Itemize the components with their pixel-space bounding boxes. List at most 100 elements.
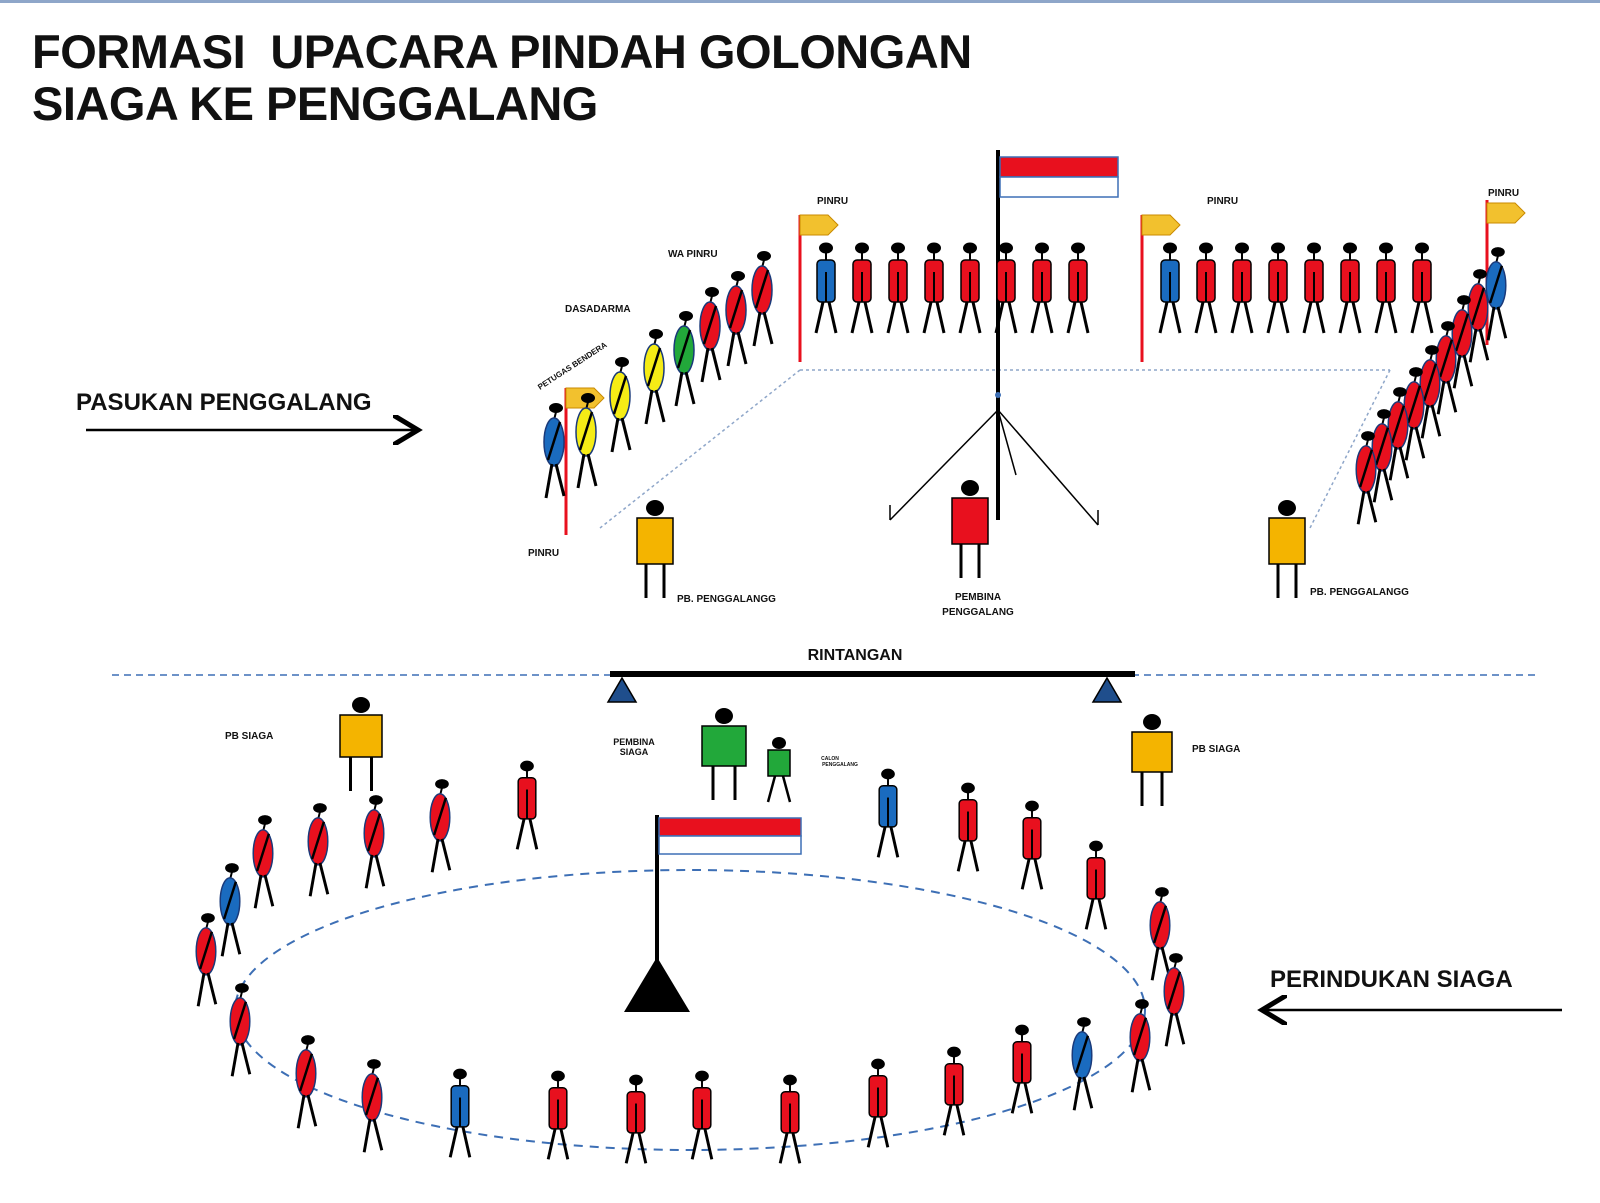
scout-figure-icon [1374,242,1398,334]
pennant-flag-icon [798,214,839,362]
scout-figure-icon [725,271,748,367]
scout-figure-icon [1410,242,1434,334]
flag-merah-putih-icon [889,150,1119,526]
label-pembina-siaga-2: SIAGA [620,747,649,757]
triangle-support-icon [1091,676,1123,703]
scout-figure-icon [1435,321,1458,415]
label-pembina-siaga-1: PEMBINA [613,737,655,747]
scout-figure-icon [956,782,980,872]
scout-figure-icon [994,242,1018,334]
scout-figure-icon [609,357,632,453]
scout-figure-icon [448,1068,472,1158]
scout-figure-icon [1158,242,1182,334]
scout-figure-icon [1020,800,1044,890]
title-line-1: FORMASI UPACARA PINDAH GOLONGAN [32,25,972,78]
triangle-support-icon [606,676,638,703]
scout-figure-icon [673,311,696,407]
label-pembina-penggalang-2: PENGGALANG [942,607,1014,618]
label-pasukan-penggalang: PASUKAN PENGGALANG [76,389,372,416]
scout-figure-icon [1355,431,1378,525]
scout-figure-icon [361,1059,384,1153]
scout-figure-icon [643,329,666,425]
scout-figure-icon [1071,1017,1094,1111]
scout-figure-icon [295,1035,318,1129]
scout-figure-icon [1131,714,1173,806]
top-border [0,0,1600,3]
scout-figure-icon [543,403,566,499]
scout-figure-icon [814,242,838,334]
scout-figure-icon [1129,999,1152,1093]
scout-figure-icon [575,393,598,489]
scout-figure-icon [1387,387,1410,481]
label-pinru-2: PINRU [1207,196,1238,207]
scout-figure-icon [866,1058,890,1148]
scout-figure-icon [942,1046,966,1136]
perindukan-circle [234,869,1146,1151]
scout-figure-icon [1194,242,1218,334]
scout-figure-icon [636,500,674,598]
label-pinru-4: PINRU [528,548,559,559]
scout-figure-icon [1163,953,1186,1047]
scout-figure-icon [951,480,989,578]
label-pb-siaga-left: PB SIAGA [225,731,273,742]
label-calon-penggalang-1: CALON [821,756,839,762]
label-pembina-penggalang-1: PEMBINA [955,592,1001,603]
scout-figure-icon [1266,242,1290,334]
title-line-2: SIAGA KE PENGGALANG [32,77,598,130]
scout-figure-icon [307,803,330,897]
label-pinru-3: PINRU [1488,188,1519,199]
scout-figure-icon [766,737,792,803]
scout-figure-icon [195,913,218,1007]
pennant-flag-icon [1140,214,1181,362]
scout-figure-icon [699,287,722,383]
scout-figure-icon [1485,247,1508,341]
scout-figure-icon [701,708,747,800]
scout-figure-icon [624,1074,648,1164]
label-pb-penggalang-right: PB. PENGGALANGG [1310,587,1409,598]
scout-figure-icon [876,768,900,858]
scout-figure-icon [958,242,982,334]
scout-figure-icon [1403,367,1426,461]
label-pinru-1: PINRU [817,196,848,207]
label-pb-siaga-right: PB SIAGA [1192,744,1240,755]
scout-figure-icon [886,242,910,334]
scout-figure-icon [339,697,383,791]
label-dasadarma: DASADARMA [565,304,631,315]
flag-merah-putih-icon [624,815,802,1012]
scout-figure-icon [1010,1024,1034,1114]
scout-figure-icon [229,983,252,1077]
scout-figure-icon [429,779,452,873]
scout-figure-icon [1419,345,1442,439]
label-wa-pinru: WA PINRU [668,249,718,260]
label-petugas-bendera: PETUGAS BENDERA [536,340,609,391]
scout-figure-icon [515,760,539,850]
scout-figure-icon [1302,242,1326,334]
scout-figure-icon [1338,242,1362,334]
rintangan-bar [606,671,1135,703]
scout-figure-icon [1268,500,1306,598]
scout-figure-icon [1467,269,1490,363]
scout-figure-icon [751,251,774,347]
scout-figure-icon [1030,242,1054,334]
scout-figure-icon [922,242,946,334]
scout-figure-icon [363,795,386,889]
scout-figure-icon [778,1074,802,1164]
scout-figure-icon [1066,242,1090,334]
scout-figure-icon [1371,409,1394,503]
label-calon-penggalang-2: PENGGALANG [822,762,858,768]
label-pb-penggalang-left: PB. PENGGALANGG [677,594,776,605]
scout-figure-icon [252,815,275,909]
scout-figure-icon [546,1070,570,1160]
label-rintangan: RINTANGAN [808,647,903,664]
scout-figure-icon [690,1070,714,1160]
scout-figure-icon [1084,840,1108,930]
label-perindukan-siaga: PERINDUKAN SIAGA [1270,966,1513,993]
scout-figure-icon [219,863,242,957]
scout-figure-icon [1149,887,1172,981]
scout-figure-icon [850,242,874,334]
scout-figure-icon [1451,295,1474,389]
formation-guides [599,369,1391,529]
page-title: FORMASI UPACARA PINDAH GOLONGAN SIAGA KE… [32,26,972,130]
scout-figure-icon [1230,242,1254,334]
